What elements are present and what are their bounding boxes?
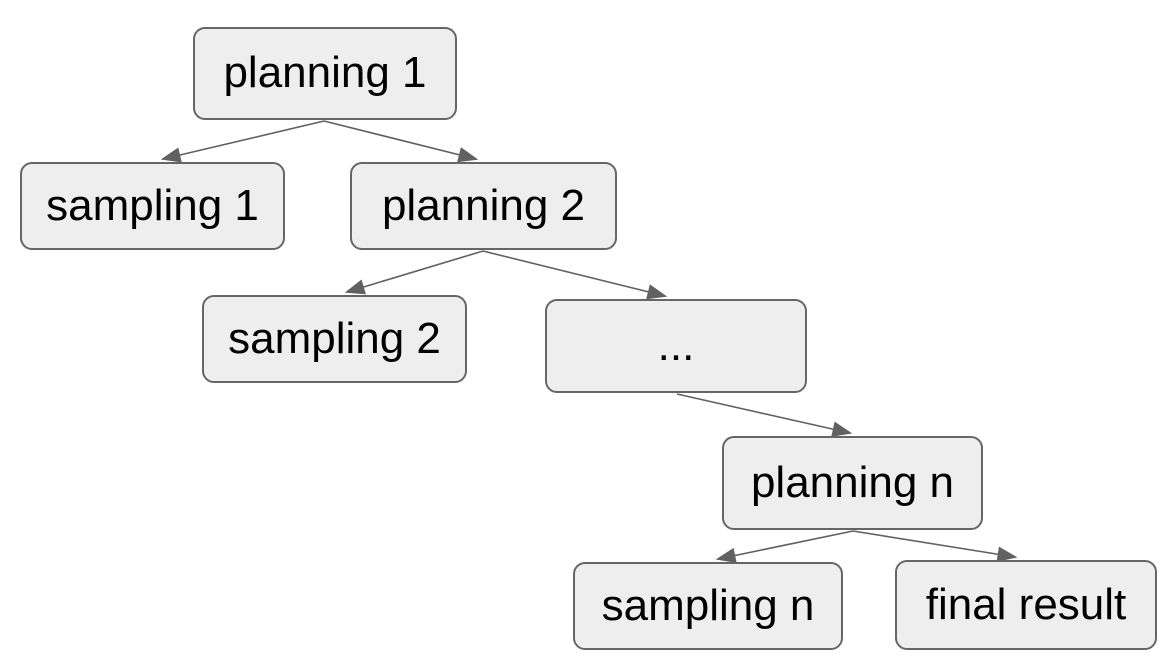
node-planning-2: planning 2 xyxy=(350,162,617,250)
edge-planning2-to-sampling2 xyxy=(347,250,484,292)
node-sampling-2-label: sampling 2 xyxy=(228,313,441,363)
node-planning-n-label: planning n xyxy=(750,457,955,507)
node-ellipsis: ... xyxy=(545,299,807,393)
edge-planningN-to-samplingN xyxy=(718,530,854,559)
node-final-result: final result xyxy=(895,560,1157,650)
edge-planning2-to-ellipsis xyxy=(482,250,665,296)
node-planning-n: planning n xyxy=(722,436,983,530)
node-sampling-1-label: sampling 1 xyxy=(46,180,259,230)
edge-planning1-to-sampling1 xyxy=(163,120,325,159)
edge-ellipsis-to-planningN xyxy=(676,393,850,433)
edge-planning1-to-planning2 xyxy=(323,120,476,159)
edge-planningN-to-finalResult xyxy=(852,530,1015,557)
node-final-result-label: final result xyxy=(925,579,1127,629)
node-planning-1: planning 1 xyxy=(193,27,457,120)
node-sampling-n-label: sampling n xyxy=(601,580,815,630)
node-sampling-1: sampling 1 xyxy=(20,162,285,250)
node-planning-2-label: planning 2 xyxy=(381,180,586,230)
node-sampling-n: sampling n xyxy=(573,562,843,650)
node-planning-1-label: planning 1 xyxy=(223,48,427,98)
node-ellipsis-label: ... xyxy=(657,320,695,370)
node-sampling-2: sampling 2 xyxy=(202,295,467,383)
